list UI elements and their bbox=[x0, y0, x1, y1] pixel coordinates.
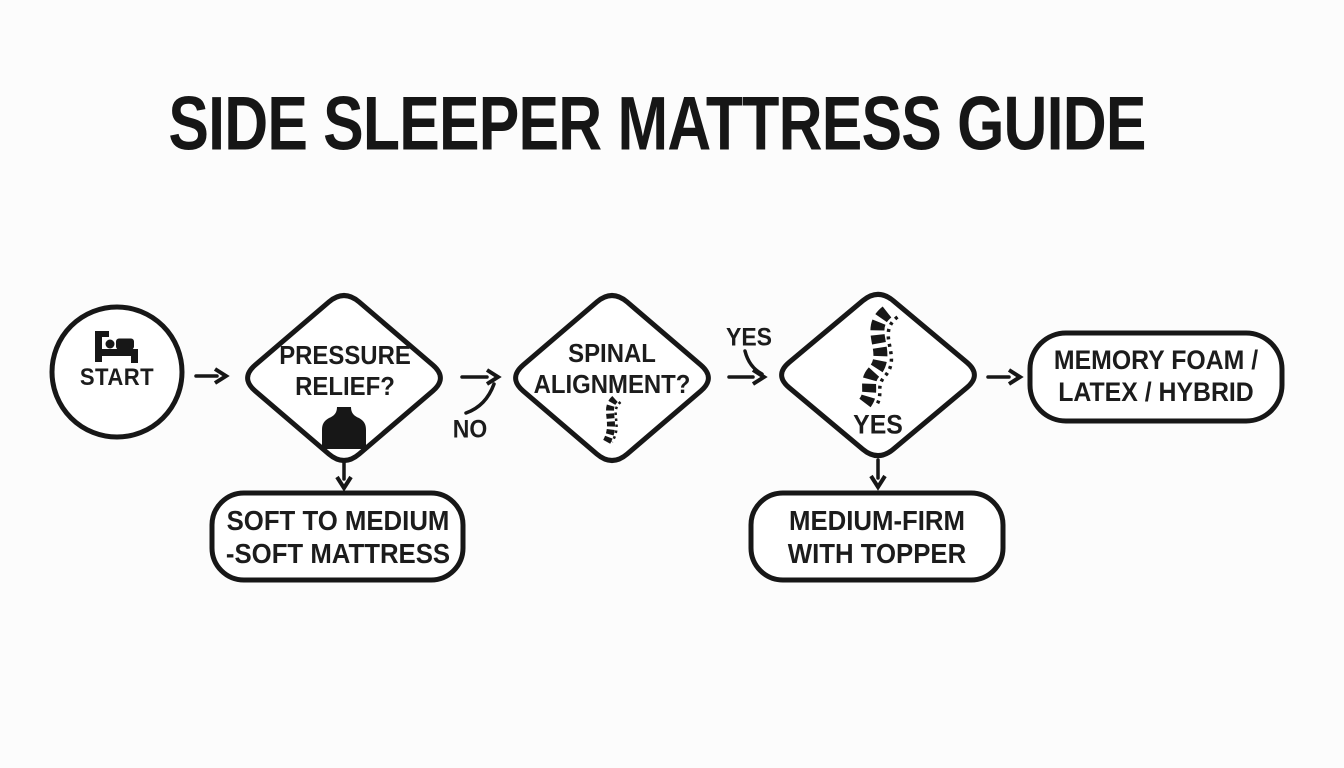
result-memory-label: MEMORY FOAM / LATEX / HYBRID bbox=[1054, 344, 1258, 408]
result-medium-box bbox=[748, 490, 1006, 583]
label-line: MEMORY FOAM / bbox=[1053, 345, 1259, 375]
result-soft-label: SOFT TO MEDIUM -SOFT MATTRESS bbox=[226, 504, 450, 570]
label-line: WITH TOPPER bbox=[787, 538, 967, 569]
start-node bbox=[49, 304, 185, 440]
label-line: LATEX / HYBRID bbox=[1058, 377, 1254, 407]
decision-yes-label: YES bbox=[853, 409, 903, 440]
decision-pressure-relief bbox=[245, 293, 443, 463]
result-soft-box bbox=[209, 490, 466, 583]
decision-spinal-alignment bbox=[513, 293, 711, 463]
label-line: -SOFT MATTRESS bbox=[225, 538, 451, 569]
edge-yes-label: YES bbox=[725, 323, 773, 352]
start-label: START bbox=[79, 364, 155, 391]
label-line: MEDIUM-FIRM bbox=[788, 505, 965, 536]
arrow-to-memory-box bbox=[986, 368, 1024, 386]
decision-pressure-label: PRESSURE RELIEF? bbox=[279, 340, 411, 402]
arrow-yes-to-decision3 bbox=[727, 349, 768, 386]
decision-yes-node bbox=[779, 291, 977, 459]
result-memory-box bbox=[1027, 330, 1285, 424]
arrow-pressure-down bbox=[335, 460, 353, 492]
label-line: ALIGNMENT? bbox=[533, 369, 691, 399]
spine-icon-small bbox=[602, 396, 622, 446]
arrow-no-to-spinal bbox=[460, 368, 502, 415]
label-line: RELIEF? bbox=[295, 371, 395, 401]
label-line: PRESSURE bbox=[279, 340, 411, 370]
result-medium-label: MEDIUM-FIRM WITH TOPPER bbox=[788, 504, 966, 570]
spine-icon-large bbox=[858, 306, 899, 408]
decision-spinal-label: SPINAL ALIGNMENT? bbox=[534, 338, 691, 400]
bed-icon bbox=[95, 331, 138, 363]
torso-icon bbox=[322, 407, 366, 449]
page-title: SIDE SLEEPER MATTRESS GUIDE bbox=[168, 81, 1146, 167]
label-line: SOFT TO MEDIUM bbox=[226, 505, 450, 536]
arrow-start-to-pressure bbox=[194, 367, 230, 385]
label-line: SPINAL bbox=[568, 338, 656, 368]
arrow-decision3-down bbox=[869, 458, 887, 491]
edge-no-label: NO bbox=[452, 415, 488, 444]
